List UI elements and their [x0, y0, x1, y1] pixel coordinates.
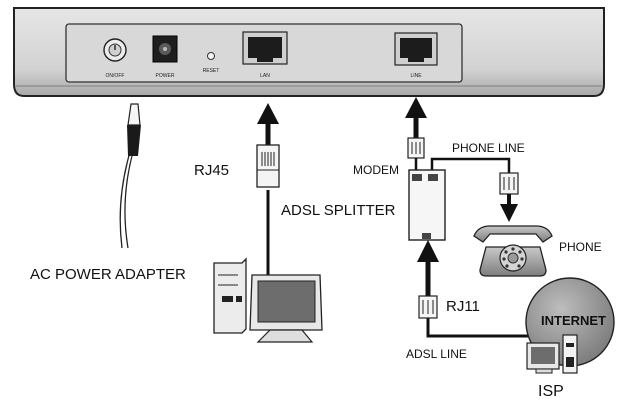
- ac-power-adapter-label: AC POWER ADAPTER: [30, 266, 186, 283]
- isp-server-icon: [526, 334, 578, 374]
- internet-label: INTERNET: [541, 313, 606, 328]
- adsl-splitter-label: ADSL SPLITTER: [281, 202, 396, 219]
- lan-port[interactable]: [242, 31, 288, 65]
- line-port[interactable]: [394, 32, 438, 66]
- isp-label: ISP: [538, 383, 564, 400]
- computer-icon: [213, 257, 323, 343]
- adsl-splitter-box: [408, 169, 446, 241]
- phone-line-label: PHONE LINE: [452, 141, 525, 155]
- reset-button[interactable]: [207, 52, 215, 60]
- phone-line-cable: [430, 157, 519, 222]
- onoff-label: ON/OFF: [106, 73, 125, 79]
- telephone-icon: [473, 225, 553, 277]
- power-label: POWER: [156, 73, 175, 79]
- adsl-line-cable: [417, 240, 532, 338]
- arrow-up-to-lan-icon: [257, 103, 279, 124]
- arrow-down-to-phone-icon: [500, 204, 518, 222]
- ac-adapter-plug: [119, 103, 141, 249]
- line-label: LINE: [410, 73, 422, 79]
- power-jack[interactable]: [152, 35, 178, 63]
- reset-label: RESET: [203, 68, 220, 74]
- splitter-to-line-cable: [405, 97, 427, 170]
- onoff-switch[interactable]: [103, 38, 127, 62]
- rj45-cable: [257, 103, 279, 275]
- router-device: ON/OFF POWER RESET LAN LINE: [13, 7, 605, 97]
- adsl-line-label: ADSL LINE: [406, 347, 467, 361]
- rj45-connector-icon: [256, 144, 280, 188]
- arrow-up-to-splitter-icon: [417, 240, 439, 262]
- phone-label: PHONE: [559, 240, 602, 254]
- rj11-label: RJ11: [446, 298, 480, 315]
- lan-label: LAN: [260, 73, 270, 79]
- rj45-label: RJ45: [194, 162, 229, 179]
- modem-label: MODEM: [353, 163, 399, 177]
- arrow-up-to-line-icon: [405, 97, 427, 118]
